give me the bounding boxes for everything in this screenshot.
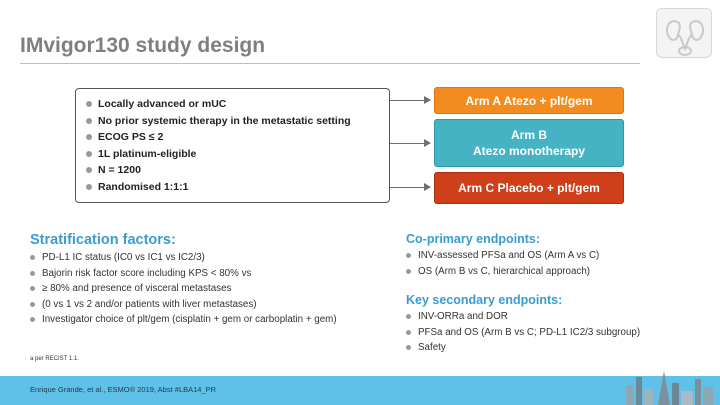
arm-a-box: Arm A Atezo + plt/gem: [434, 87, 624, 114]
citation-text: Enrique Grande, et al., ESMO® 2019, Abst…: [30, 385, 217, 394]
arrow-to-arm-c-icon: [390, 183, 431, 191]
list-item: OS (Arm B vs C, hierarchical approach): [406, 264, 599, 280]
list-item: Bajorin risk factor score including KPS …: [30, 266, 337, 282]
stratification-heading: Stratification factors:: [30, 232, 176, 248]
city-skyline-icon: [626, 371, 713, 405]
list-item: PFSa and OS (Arm B vs C; PD-L1 IC2/3 sub…: [406, 325, 640, 341]
arm-b-sublabel: Atezo monotherapy: [472, 144, 585, 158]
list-item: Investigator choice of plt/gem (cisplati…: [30, 312, 337, 328]
arrow-to-arm-b-icon: [390, 139, 431, 147]
list-item: INV-assessed PFSa and OS (Arm A vs C): [406, 248, 599, 264]
arm-b-box: Arm B Atezo monotherapy: [434, 119, 624, 167]
coprimary-list: INV-assessed PFSa and OS (Arm A vs C) OS…: [406, 248, 599, 279]
criteria-item: Randomised 1:1:1: [86, 179, 389, 196]
arm-c-label: Arm C Placebo + plt/gem: [458, 181, 600, 195]
title-divider: [20, 63, 640, 64]
eligibility-criteria-box: Locally advanced or mUC No prior systemi…: [75, 88, 390, 203]
arrow-to-arm-a-icon: [390, 96, 431, 104]
criteria-item: Locally advanced or mUC: [86, 96, 389, 113]
arm-c-box: Arm C Placebo + plt/gem: [434, 172, 624, 204]
list-item: ≥ 80% and presence of visceral metastase…: [30, 281, 337, 297]
footnote: a per RECIST 1.1.: [30, 356, 79, 362]
kidney-logo-icon: [656, 8, 712, 58]
criteria-item: No prior systemic therapy in the metasta…: [86, 113, 389, 130]
secondary-heading: Key secondary endpoints:: [406, 293, 563, 307]
list-item: Safety: [406, 340, 640, 356]
arm-b-label: Arm B: [510, 128, 547, 142]
criteria-item: ECOG PS ≤ 2: [86, 129, 389, 146]
list-item: (0 vs 1 vs 2 and/or patients with liver …: [30, 297, 337, 313]
coprimary-heading: Co-primary endpoints:: [406, 232, 541, 246]
secondary-list: INV-ORRa and DOR PFSa and OS (Arm B vs C…: [406, 309, 640, 356]
slide-title: IMvigor130 study design: [20, 34, 266, 57]
arm-a-label: Arm A Atezo + plt/gem: [465, 93, 593, 108]
list-item: PD-L1 IC status (IC0 vs IC1 vs IC2/3): [30, 250, 337, 266]
stratification-list: PD-L1 IC status (IC0 vs IC1 vs IC2/3) Ba…: [30, 250, 337, 328]
footer-band: Enrique Grande, et al., ESMO® 2019, Abst…: [0, 371, 720, 405]
criteria-item: N = 1200: [86, 162, 389, 179]
list-item: INV-ORRa and DOR: [406, 309, 640, 325]
criteria-item: 1L platinum-eligible: [86, 146, 389, 163]
